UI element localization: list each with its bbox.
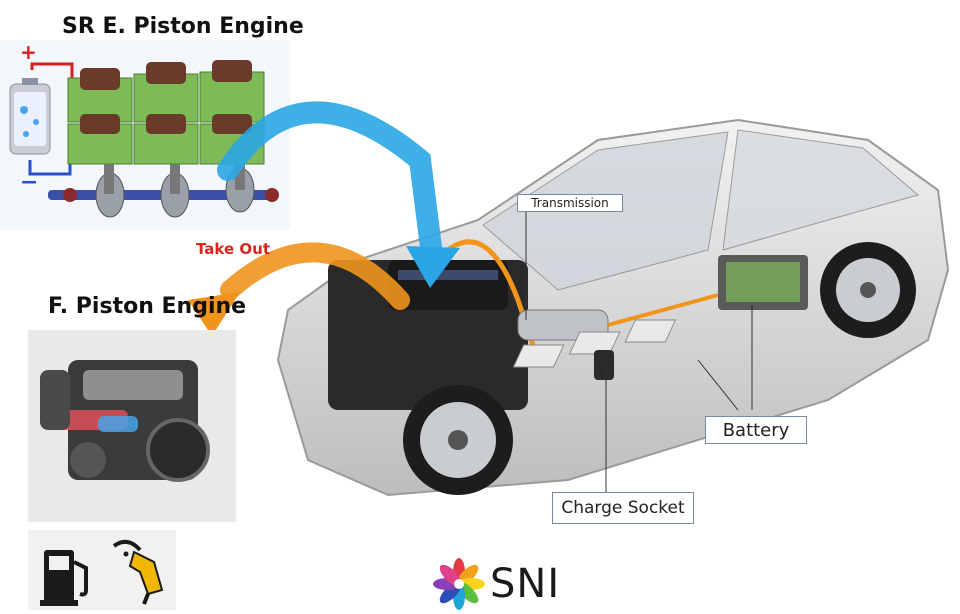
battery-packs [512, 255, 808, 368]
sr-engine-title: SR E. Piston Engine [62, 14, 304, 39]
battery-label: Battery [705, 416, 807, 444]
blue-swap-arrow [217, 101, 443, 266]
sr-engine-blocks [67, 60, 265, 165]
charge-socket-label: Charge Socket [552, 492, 694, 524]
f-engine-photo [28, 330, 236, 522]
f-engine-title: F. Piston Engine [48, 294, 247, 319]
charge-socket-part [594, 350, 614, 380]
battery-cell-icon [9, 78, 51, 155]
fuel-nozzle-icon [112, 539, 164, 605]
fuel-icon-panel [28, 530, 176, 610]
engine-bay [328, 239, 541, 410]
fuel-pump-icon [40, 550, 88, 606]
crankshaft [48, 164, 279, 218]
sr-engine-illustration [0, 40, 290, 230]
rear-wheel [820, 242, 916, 338]
front-wheel [403, 385, 513, 495]
transmission-label: Transmission [517, 194, 623, 212]
orange-take-out-arrow [220, 242, 410, 310]
orange-arrowhead [188, 292, 240, 336]
car-cutaway-illustration [276, 118, 950, 497]
sni-logo-text: SNI [490, 561, 561, 607]
battery-plus-sign: + [20, 40, 37, 64]
take-out-label: Take Out [196, 240, 270, 258]
blue-arrowhead [406, 246, 460, 288]
sni-logo-flower-icon [433, 558, 485, 610]
battery-minus-sign: − [20, 170, 39, 195]
sni-logo: SNI [432, 558, 560, 610]
